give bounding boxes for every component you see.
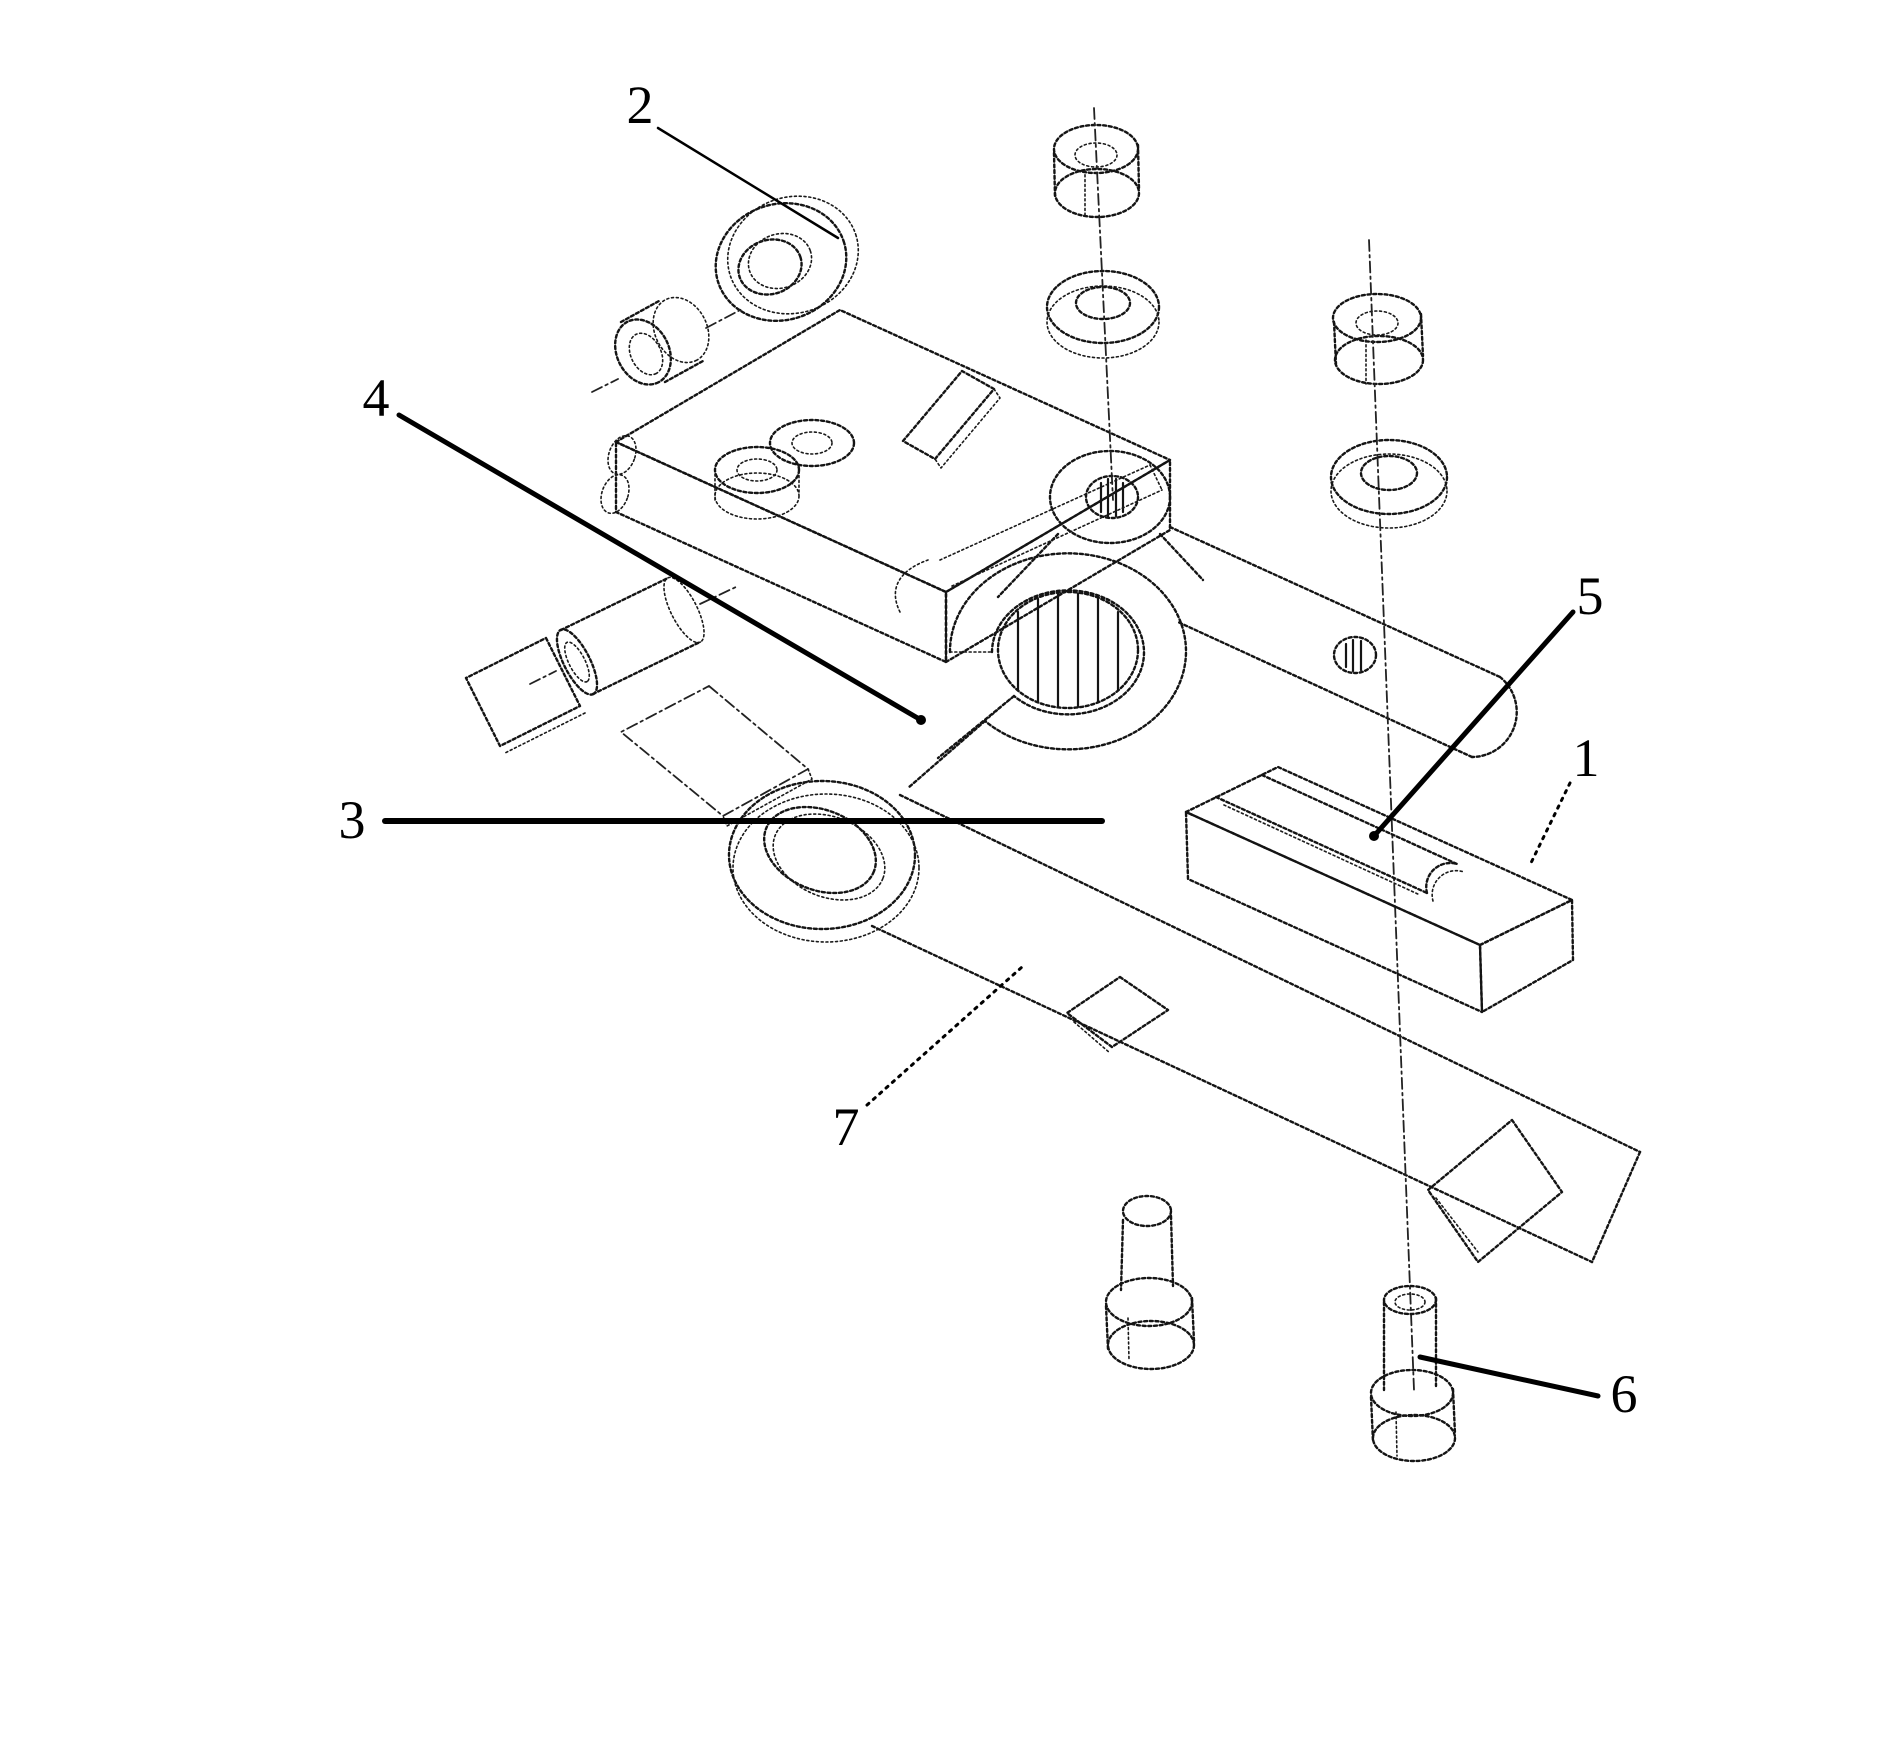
bar-top-face [1184, 765, 1574, 947]
bottom-strap-plate [727, 779, 1642, 1264]
strap-round-tab [727, 779, 917, 931]
hex-nut-top-center [1052, 123, 1141, 219]
strap-square-hole-1 [1065, 975, 1170, 1049]
block-boss-cylinders [713, 418, 856, 520]
part-number-label-1: 1 [1573, 728, 1600, 788]
plate-arm-hole [1332, 635, 1378, 675]
bar-end-face [1478, 898, 1575, 1014]
bolt-left [1104, 1194, 1196, 1371]
leader-line-7 [865, 965, 1024, 1107]
leader-line-1 [1527, 781, 1572, 869]
plate-right-arm-upper-edge [1168, 525, 1502, 679]
block-front-face [944, 458, 1172, 664]
gasket-plate [901, 369, 1001, 469]
strap-square-hole-1-thickness [1073, 1021, 1111, 1054]
roller-axis-line-2 [699, 586, 737, 605]
part-number-label-7: 7 [833, 1097, 860, 1157]
callout-layer: 2 4 3 5 1 7 6 [339, 75, 1638, 1424]
block-oval-detail-2 [600, 473, 630, 515]
lock-block [600, 308, 1172, 664]
block-left-face [614, 440, 948, 664]
plate-left-tab [1048, 449, 1172, 545]
block-step-rail-1 [939, 464, 1151, 561]
block-step-end [1149, 464, 1163, 491]
strap-square-hole-2 [1426, 1118, 1564, 1264]
slotted-bar [1184, 765, 1575, 1014]
square-pad-plate [619, 684, 813, 827]
roller-axis-line [529, 670, 557, 685]
washer-top-right [1329, 438, 1449, 529]
plate-tail-outer-edge [906, 719, 987, 790]
plate-hatched-oval [996, 590, 1140, 710]
bushing-sleeve [591, 296, 745, 393]
roller-pin [529, 576, 737, 696]
part-number-label-6: 6 [1611, 1364, 1638, 1424]
leader-line-4 [396, 412, 924, 723]
part-number-label-5: 5 [1577, 566, 1604, 626]
strap-tab-thickness-edge [732, 793, 920, 943]
hex-nut-top-right [1331, 292, 1425, 386]
plate-collar-inner-edge [990, 589, 1146, 716]
leader-end-dot-5 [1369, 831, 1379, 841]
block-oval-detail-1 [607, 434, 637, 476]
leader-line-5 [1371, 609, 1576, 839]
plate-neck-left-edge [996, 532, 1060, 599]
leader-end-dot-4 [916, 715, 926, 725]
top-plate [906, 449, 1518, 790]
strap-end-edge [1590, 1150, 1642, 1264]
strap-square-hole-2-thickness [1435, 1197, 1479, 1253]
plate-tail-inner-edge [936, 694, 1016, 760]
plate-collar-outer-edge [948, 552, 1188, 751]
flanged-bushing-ring [714, 195, 860, 323]
leader-line-6 [1417, 1354, 1601, 1399]
strap-lower-edge [870, 924, 1594, 1264]
sleeve-axis-line [591, 378, 619, 393]
part-number-label-2: 2 [627, 75, 654, 135]
strap-oval-hole [762, 805, 886, 901]
block-step-rail-2 [951, 489, 1163, 587]
leader-line-2 [656, 126, 840, 240]
bolt-right [1369, 1284, 1457, 1463]
bar-u-slot [1214, 773, 1465, 902]
part-number-label-4: 4 [363, 368, 390, 428]
plate-right-arm-lower-edge [1176, 620, 1474, 759]
plate-neck-right-edge [1158, 532, 1205, 582]
block-step-hook [894, 559, 929, 613]
plate-right-arm-tip [1470, 675, 1518, 759]
strap-upper-edge [898, 793, 1642, 1154]
part-number-label-3: 3 [339, 790, 366, 850]
bar-front-face [1184, 810, 1484, 1014]
sleeve-axis-line-2 [705, 307, 745, 329]
small-pad-plate [464, 636, 586, 754]
center-axis-line-top [1093, 107, 1114, 501]
